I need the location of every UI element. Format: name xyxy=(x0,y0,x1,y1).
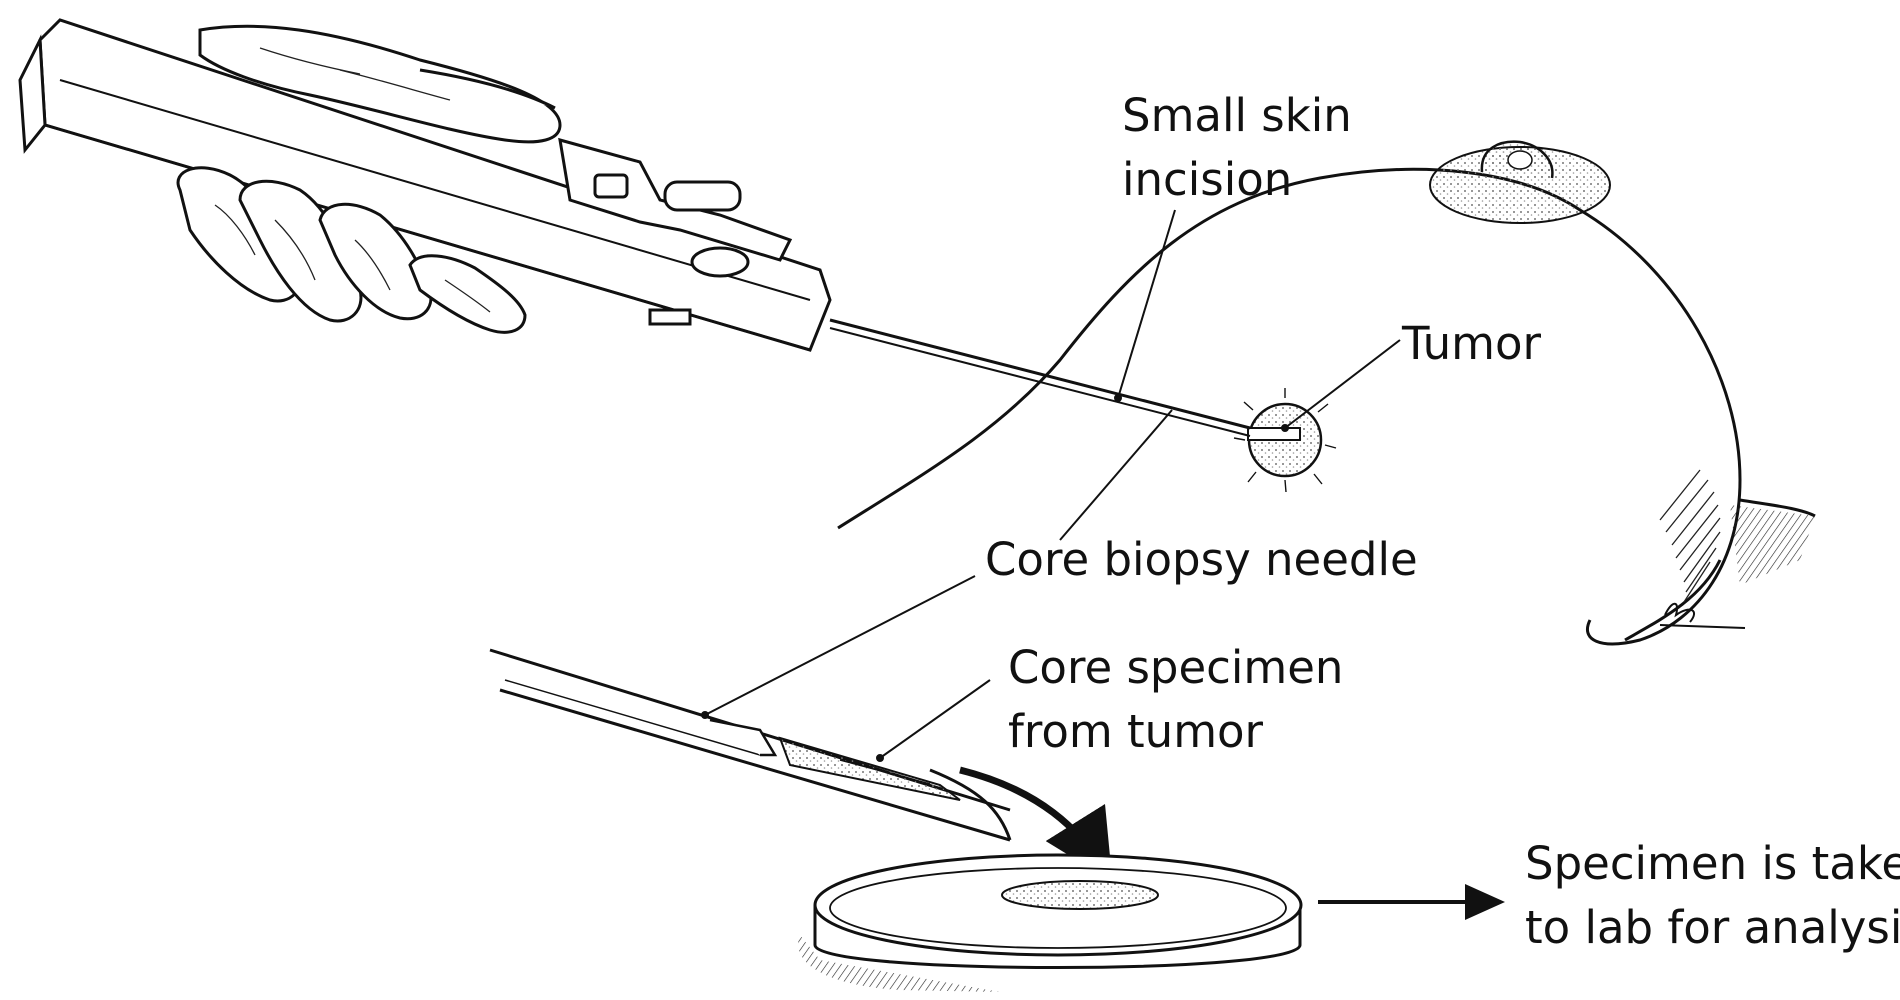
petri-dish xyxy=(813,853,1303,969)
specimen-sample xyxy=(1001,880,1159,910)
lab-label: Specimen is taken to lab for analysis xyxy=(1525,832,1900,960)
tumor-label-text: Tumor xyxy=(1402,317,1542,370)
lab-label-line-1: Specimen is taken xyxy=(1525,837,1900,890)
dish-shadow xyxy=(798,935,1000,992)
needle-label-text: Core biopsy needle xyxy=(985,533,1418,586)
incision-label-line-1: Small skin xyxy=(1122,89,1352,142)
biopsy-needle-inserted xyxy=(829,318,1251,437)
biopsy-device xyxy=(18,18,832,352)
tumor xyxy=(1233,388,1337,493)
tumor-label: Tumor xyxy=(1402,312,1541,376)
glove-shading xyxy=(214,47,491,313)
needle-closeup xyxy=(489,648,1012,842)
breast-shading xyxy=(1659,469,1721,603)
specimen-label-line-1: Core specimen xyxy=(1008,641,1344,694)
specimen-label: Core specimen from tumor xyxy=(1008,636,1343,764)
leader-lines xyxy=(701,209,1401,762)
needle-label: Core biopsy needle xyxy=(985,528,1418,592)
incision-label-line-2: incision xyxy=(1122,153,1293,206)
incision-label: Small skin incision xyxy=(1122,84,1352,212)
artist-signature xyxy=(1659,602,1746,629)
areola xyxy=(1429,140,1611,224)
specimen-label-line-2: from tumor xyxy=(1008,705,1264,758)
breast-base-shadow xyxy=(1730,505,1815,585)
lab-label-line-2: to lab for analysis xyxy=(1525,901,1900,954)
lab-arrow xyxy=(1318,884,1505,920)
